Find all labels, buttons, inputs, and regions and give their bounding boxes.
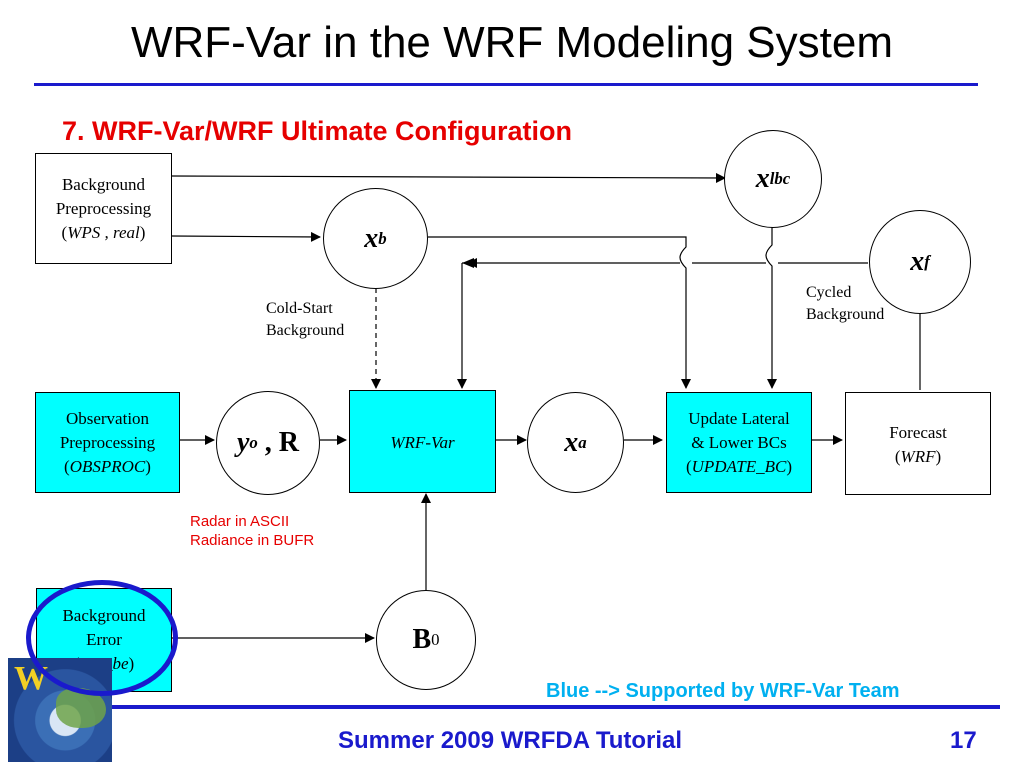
title-rule	[34, 83, 978, 86]
observation-formats-note: Radar in ASCII Radiance in BUFR	[190, 512, 314, 550]
x-b-base: x	[364, 222, 379, 254]
observation-preprocessing-line2: Preprocessing	[59, 432, 156, 452]
update-lateral-box: Update Lateral & Lower BCs (UPDATE_BC)	[666, 392, 812, 493]
y-o-sup: o	[249, 433, 258, 452]
highlight-ring	[26, 580, 178, 696]
wrf-var-box: WRF-Var	[349, 390, 496, 493]
cycled-line1: Cycled	[806, 284, 852, 301]
forecast-line2: (WRF)	[895, 445, 941, 469]
x-lbc-sup: lbc	[769, 169, 791, 188]
observation-preprocessing-line1: Observation	[65, 408, 150, 428]
radiance-format: Radiance in BUFR	[190, 532, 315, 549]
x-a-base: x	[564, 426, 579, 458]
background-preprocessing-box: Background Preprocessing (WPS , real)	[35, 153, 172, 264]
cycled-line2: Background	[806, 306, 885, 323]
background-preprocessing-line2: Preprocessing	[55, 198, 152, 218]
forecast-line1: Forecast	[889, 423, 947, 442]
update-lateral-line3: (UPDATE_BC)	[686, 455, 792, 479]
cold-start-label: Cold-Start Background	[266, 298, 344, 342]
x-a-sup: a	[578, 432, 587, 452]
paren-close: )	[145, 456, 151, 476]
background-preprocessing-program: WPS , real	[67, 222, 140, 242]
update-lateral-line1: Update Lateral	[688, 408, 790, 428]
paren-close: )	[935, 447, 942, 466]
update-lateral-line2: & Lower BCs	[691, 432, 787, 452]
legend-note: Blue --> Supported by WRF-Var Team	[546, 680, 900, 702]
cycled-label: Cycled Background	[806, 282, 884, 326]
background-preprocessing-line3: (WPS , real)	[62, 221, 146, 245]
update-lateral-program: UPDATE_BC	[691, 456, 787, 476]
y-o-r-rest: , R	[257, 427, 300, 458]
b-0-base: B	[412, 624, 432, 655]
slide-subtitle: 7. WRF-Var/WRF Ultimate Configuration	[62, 116, 572, 146]
x-b-sup: b	[378, 228, 387, 248]
x-lbc-base: x	[755, 163, 770, 194]
paren-open: (	[64, 456, 70, 476]
x-f-sup: f	[924, 252, 930, 271]
paren-open: (	[894, 447, 901, 466]
forecast-program: WRF	[900, 447, 936, 466]
forecast-box: Forecast (WRF)	[845, 392, 991, 495]
observation-preprocessing-box: Observation Preprocessing (OBSPROC)	[35, 392, 180, 493]
footer-rule	[112, 705, 1000, 709]
cold-start-line1: Cold-Start	[266, 300, 333, 317]
paren-open: (	[685, 456, 692, 476]
y-o-base: y	[236, 427, 250, 458]
radar-format: Radar in ASCII	[190, 513, 290, 530]
page-number: 17	[950, 727, 977, 754]
x-f-base: x	[910, 246, 925, 277]
wrf-var-label: WRF-Var	[390, 433, 455, 452]
b-0-sub: 0	[431, 630, 440, 649]
paren-close: )	[786, 456, 793, 476]
slide-title: WRF-Var in the WRF Modeling System	[130, 18, 893, 67]
cold-start-line2: Background	[266, 322, 345, 339]
footer-title: Summer 2009 WRFDA Tutorial	[338, 727, 683, 754]
observation-preprocessing-program: OBSPROC	[69, 456, 146, 476]
observation-preprocessing-line3: (OBSPROC)	[64, 455, 151, 479]
paren-close: )	[139, 222, 146, 242]
paren-open: (	[61, 222, 68, 242]
background-preprocessing-line1: Background	[61, 174, 146, 194]
